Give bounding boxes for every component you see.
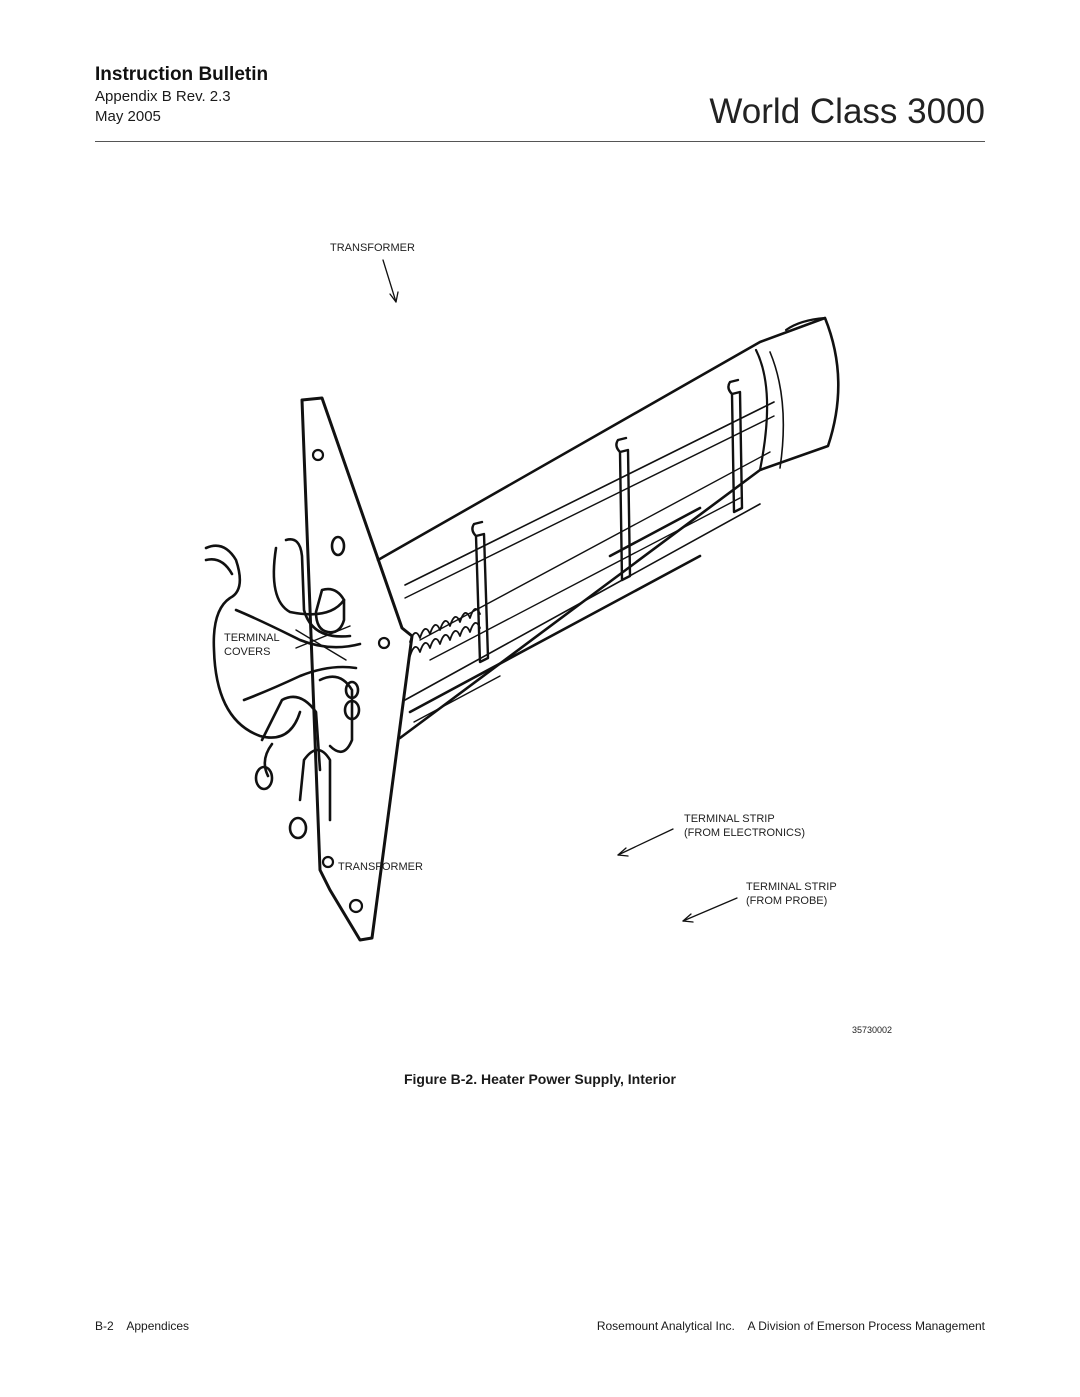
strip-probe-arrow	[682, 897, 738, 922]
spring-coil	[409, 608, 481, 657]
label-strip-electronics-line2: (FROM ELECTRONICS)	[684, 827, 805, 839]
leader-arrows	[382, 259, 738, 923]
label-transformer-top: TRANSFORMER	[330, 242, 415, 254]
footer-company: Rosemount Analytical Inc. A Division of …	[596, 1319, 985, 1333]
product-title: World Class 3000	[709, 92, 985, 131]
label-terminal-covers-line2: COVERS	[224, 646, 271, 658]
strip-electronics-arrow	[617, 828, 674, 856]
label-terminal-covers-line1: TERMINAL	[224, 632, 280, 644]
wiring-harness	[204, 535, 362, 840]
label-strip-probe-line1: TERMINAL STRIP	[746, 881, 837, 893]
revision-line: Appendix B Rev. 2.3	[95, 88, 231, 105]
figure-caption: Figure B-2. Heater Power Supply, Interio…	[403, 1071, 676, 1087]
drawing-number: 35730002	[852, 1025, 893, 1035]
footer-page-section: B-2 Appendices	[95, 1319, 190, 1333]
date-line: May 2005	[95, 108, 161, 125]
label-strip-electronics-line1: TERMINAL STRIP	[684, 813, 775, 825]
label-transformer-bottom: TRANSFORMER	[338, 861, 423, 873]
cylinder-body	[376, 316, 840, 740]
header-rule	[95, 141, 985, 142]
transformer-top-arrow	[382, 259, 397, 303]
support-brackets	[471, 378, 744, 664]
label-strip-probe-line2: (FROM PROBE)	[746, 895, 828, 907]
mounting-plate	[300, 396, 414, 942]
bulletin-title: Instruction Bulletin	[95, 64, 269, 85]
